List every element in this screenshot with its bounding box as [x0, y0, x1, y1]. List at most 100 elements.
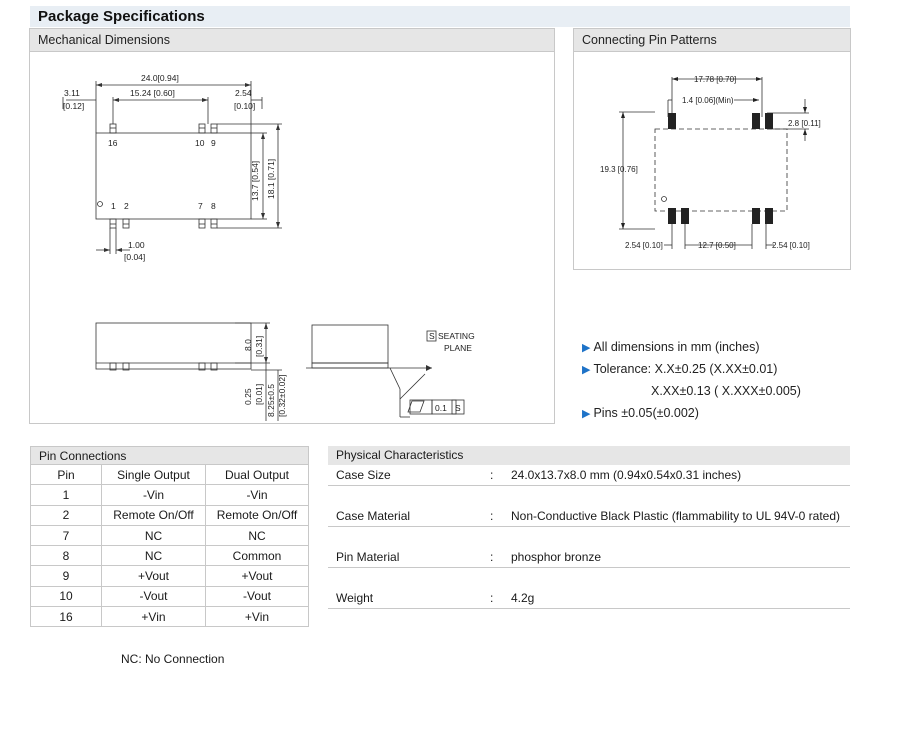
dim-right-offset-in: [0.10]	[234, 101, 255, 111]
dim-left-pitch: 2.54 [0.10]	[625, 241, 663, 250]
dim-outer-height: 18.1 [0.71]	[266, 159, 276, 199]
dim-overall-width: 24.0[0.94]	[141, 73, 179, 83]
pin-patterns-panel: Connecting Pin Patterns	[573, 28, 851, 270]
physical-colon: :	[490, 591, 494, 605]
dual-output-cell: +Vin	[205, 606, 309, 628]
dim-pad-height: 2.8 [0.11]	[788, 119, 821, 128]
pin-cell: 8	[30, 545, 102, 567]
mechanical-dimensions-panel: Mechanical Dimensions	[29, 28, 555, 424]
mechanical-drawing: 24.0[0.94] 15.24 [0.60] 3.11 [0.12] 2.54…	[62, 73, 475, 421]
dual-output-cell: Common	[205, 545, 309, 567]
pin-cell: 2	[30, 504, 102, 526]
nc-footnote: NC: No Connection	[121, 652, 225, 666]
pin-cell: 7	[30, 524, 102, 547]
pin-label-10: 10	[195, 138, 205, 148]
dim-height-in: [0.31]	[254, 336, 264, 357]
pad-7	[752, 208, 760, 224]
pin-label-9: 9	[211, 138, 216, 148]
physical-row-case-size: Case Size : 24.0x13.7x8.0 mm (0.94x0.54x…	[328, 465, 850, 486]
pin-label-16: 16	[108, 138, 118, 148]
dim-right-pitch: 2.54 [0.10]	[772, 241, 810, 250]
header-pin: Pin	[30, 463, 102, 486]
physical-value: 24.0x13.7x8.0 mm (0.94x0.54x0.31 inches)	[511, 468, 742, 482]
physical-characteristics-title: Physical Characteristics	[336, 448, 464, 462]
physical-row-weight: Weight : 4.2g	[328, 588, 850, 609]
single-output-cell: NC	[101, 545, 206, 567]
table-row: 9+Vout+Vout	[30, 565, 309, 587]
pin-connections-table: Pin Connections Pin Single Output Dual O…	[30, 446, 309, 628]
dim-pattern-height: 19.3 [0.76]	[600, 165, 638, 174]
physical-label: Weight	[336, 591, 374, 605]
pin-cell: 10	[30, 585, 102, 608]
dim-left-offset: 3.11	[64, 88, 80, 98]
physical-colon: :	[490, 550, 494, 564]
dim-right-offset: 2.54	[235, 88, 252, 98]
table-row: 10-Vout-Vout	[30, 585, 309, 608]
pad-8	[765, 208, 773, 224]
physical-label: Case Material	[336, 509, 411, 523]
page-title-bar: Package Specifications	[30, 6, 850, 27]
physical-value: phosphor bronze	[511, 550, 602, 564]
dual-output-cell: NC	[205, 524, 309, 547]
module-side-view	[95, 322, 252, 370]
dim-inner-height: 13.7 [0.54]	[250, 161, 260, 201]
single-output-cell: -Vout	[101, 585, 206, 608]
dual-output-cell: -Vout	[205, 585, 309, 608]
pin-label-2: 2	[124, 201, 129, 211]
pin-label-7: 7	[198, 201, 203, 211]
physical-colon: :	[490, 509, 494, 523]
pin-cell: 16	[30, 606, 102, 628]
table-header-row: Pin Single Output Dual Output	[30, 463, 309, 486]
dual-output-cell: Remote On/Off	[205, 504, 309, 526]
single-output-cell: -Vin	[101, 484, 206, 506]
pad-10	[752, 113, 760, 129]
dim-pin-span: 15.24 [0.60]	[130, 88, 175, 98]
module-end-view	[311, 324, 389, 364]
module-top-view	[95, 132, 252, 220]
bullet-arrow-icon: ▶	[582, 408, 591, 420]
dim-lead-length: 8.25±0.5	[266, 384, 276, 417]
dim-pin-pitch: 1.00	[128, 240, 145, 250]
physical-label: Case Size	[336, 468, 391, 482]
seating-label-2: PLANE	[444, 343, 472, 353]
single-output-cell: +Vout	[101, 565, 206, 587]
seating-label-1: SEATING	[438, 331, 475, 341]
physical-row-pin-material: Pin Material : phosphor bronze	[328, 547, 850, 568]
pin-patterns-title: Connecting Pin Patterns	[582, 33, 717, 47]
mechanical-dimensions-title: Mechanical Dimensions	[38, 33, 171, 47]
single-output-cell: +Vin	[101, 606, 206, 628]
header-dual-output: Dual Output	[205, 463, 309, 486]
page-title: Package Specifications	[38, 8, 205, 25]
physical-value: Non-Conductive Black Plastic (flammabili…	[511, 509, 841, 523]
dim-mid-span: 12.7 [0.50]	[698, 241, 736, 250]
pin-label-1: 1	[111, 201, 116, 211]
pad-2	[681, 208, 689, 224]
dim-standoff-in: [0.01]	[254, 384, 264, 405]
pin-connections-title: Pin Connections	[30, 446, 309, 465]
pad-16	[668, 113, 676, 129]
header-single-output: Single Output	[101, 463, 206, 486]
single-output-cell: Remote On/Off	[101, 504, 206, 526]
dual-output-cell: +Vout	[205, 565, 309, 587]
table-row: 1-Vin-Vin	[30, 484, 309, 506]
bullet-arrow-icon: ▶	[582, 342, 591, 354]
pin-label-8: 8	[211, 201, 216, 211]
physical-value: 4.2g	[511, 591, 535, 605]
flatness-ref: S	[455, 403, 461, 413]
bullet-arrow-icon: ▶	[582, 364, 591, 376]
dim-lead-length-in: [0.32±0.02]	[277, 375, 287, 417]
pin-pattern-drawing: 17.78 [0.70] 1.4 [0.06](Min) 2.8 [0.11] …	[600, 75, 821, 250]
flatness-value: 0.1	[435, 403, 447, 413]
footprint-outline	[654, 128, 788, 212]
dim-pattern-span: 17.78 [0.70]	[694, 75, 736, 84]
dim-pad-width: 1.4 [0.06](Min)	[682, 96, 734, 105]
pin-patterns-header: Connecting Pin Patterns	[574, 29, 850, 52]
dim-left-offset-in: [0.12]	[63, 101, 84, 111]
single-output-cell: NC	[101, 524, 206, 547]
physical-colon: :	[490, 468, 494, 482]
note-pins: ▶Pins ±0.05(±0.002)	[582, 406, 699, 420]
pad-9	[765, 113, 773, 129]
